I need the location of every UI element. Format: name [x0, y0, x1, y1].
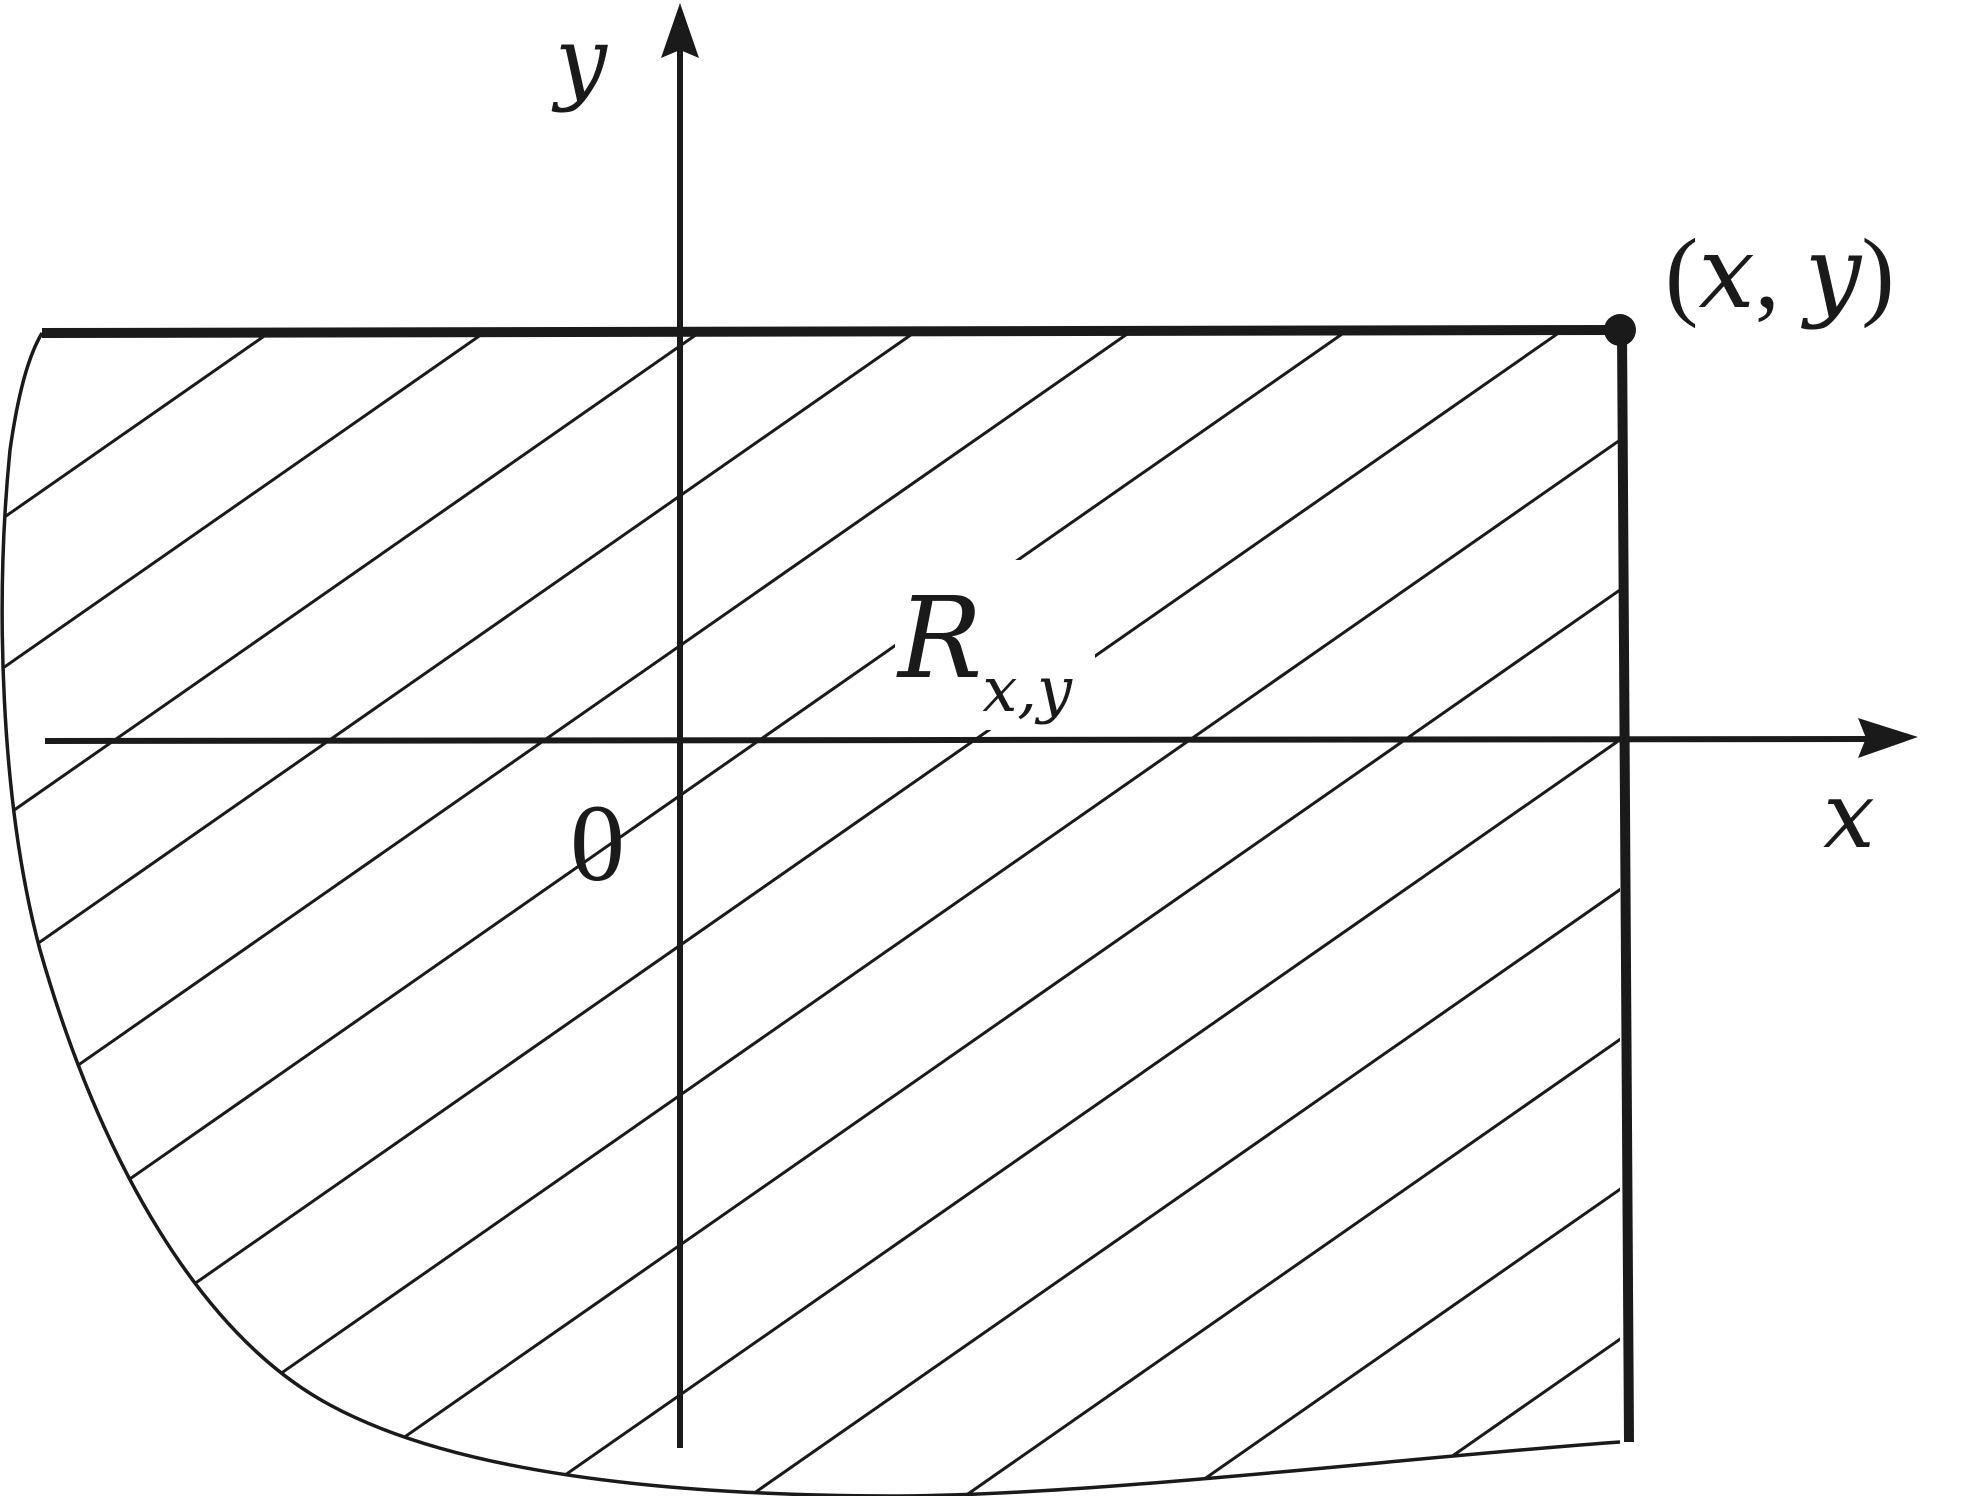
hatch-line [2, 330, 1621, 1496]
hatch-line [2, 330, 1231, 1496]
hatch-line [2, 330, 1446, 1496]
point-marker [1604, 314, 1636, 346]
hatch-line [964, 330, 1621, 1496]
region-top-boundary [41, 325, 1621, 338]
hatch-line [749, 330, 1621, 1496]
point-label-y: y [1801, 214, 1863, 331]
y-axis-label: y [551, 7, 608, 114]
point-label-x: x [1698, 214, 1754, 331]
region-right-boundary [1617, 329, 1634, 1443]
point-label-close-paren: ) [1861, 218, 1894, 329]
region-label-backdrop [895, 560, 1095, 730]
x-axis-label: x [1823, 762, 1875, 869]
region-label-main: R [896, 574, 982, 704]
region-curved-boundary [0, 332, 1621, 1496]
y-axis-arrowhead [661, 3, 699, 58]
hatch-line [104, 330, 1621, 1496]
origin-label: 0 [570, 782, 625, 904]
x-axis-arrowhead [1858, 718, 1918, 758]
region-label: Rx,y [896, 574, 1073, 726]
hatch-line [534, 330, 1621, 1496]
point-label-separator: , [1755, 218, 1805, 329]
region-label-subscript: x,y [982, 653, 1073, 726]
hatch-line [319, 330, 1621, 1496]
hatch-line [1179, 330, 1621, 1496]
point-label: (x, y) [1665, 214, 1895, 331]
x-axis [44, 736, 1871, 744]
hatch-line [2, 330, 1016, 1496]
hatch-line [2, 330, 1621, 1496]
point-label-open-paren: ( [1665, 218, 1698, 329]
